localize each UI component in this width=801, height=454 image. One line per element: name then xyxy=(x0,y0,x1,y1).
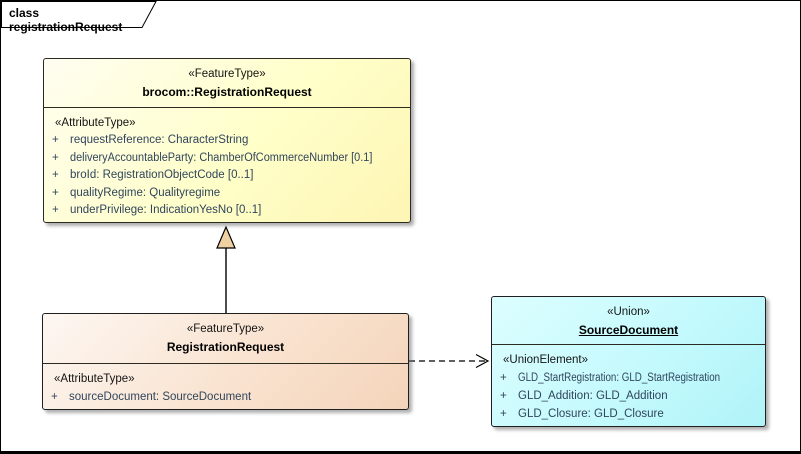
attribute-row[interactable]: + broId: RegistrationObjectCode [0..1] xyxy=(44,167,410,185)
frame-label: class registrationRequest xyxy=(9,6,123,34)
class-name: brocom::RegistrationRequest xyxy=(142,85,312,99)
attribute-text: sourceDocument: SourceDocument xyxy=(69,391,252,403)
open-arrowhead-icon xyxy=(475,353,490,369)
visibility-plus: + xyxy=(500,390,507,402)
class-box-sourcedocument[interactable]: «Union» SourceDocument «UnionElement» + … xyxy=(491,296,766,427)
visibility-plus: + xyxy=(52,186,59,199)
visibility-plus: + xyxy=(52,169,59,182)
class-header: «FeatureType» brocom::RegistrationReques… xyxy=(44,59,410,107)
attribute-text: GLD_Closure: GLD_Closure xyxy=(518,408,664,420)
visibility-plus: + xyxy=(52,134,59,146)
attribute-row[interactable]: + requestReference: CharacterString xyxy=(44,132,410,150)
dependency-connector[interactable] xyxy=(409,353,490,369)
attribute-text: underPrivilege: IndicationYesNo [0..1] xyxy=(70,204,262,217)
attribute-compartment: «AttributeType» + sourceDocument: Source… xyxy=(43,363,408,406)
class-header: «FeatureType» RegistrationRequest xyxy=(43,314,408,363)
attribute-text: requestReference: CharacterString xyxy=(70,134,249,146)
class-header: «Union» SourceDocument xyxy=(492,297,765,344)
attribute-row[interactable]: + GLD_Addition: GLD_Addition xyxy=(492,387,765,405)
class-box-brocom-registrationrequest[interactable]: «FeatureType» brocom::RegistrationReques… xyxy=(43,58,411,223)
visibility-plus: + xyxy=(500,408,507,420)
attribute-compartment: «AttributeType» + requestReference: Char… xyxy=(44,107,410,220)
class-name: SourceDocument xyxy=(578,323,679,337)
visibility-plus: + xyxy=(51,391,58,403)
generalization-connector[interactable] xyxy=(216,225,236,313)
class-stereotype: «Union» xyxy=(607,306,650,318)
visibility-plus: + xyxy=(52,151,59,164)
attribute-stereotype: «UnionElement» xyxy=(503,354,589,366)
attribute-row[interactable]: + GLD_StartRegistration: GLD_StartRegist… xyxy=(492,369,765,387)
attribute-text: broId: RegistrationObjectCode [0..1] xyxy=(70,169,254,182)
attribute-row[interactable]: + underPrivilege: IndicationYesNo [0..1] xyxy=(44,202,410,220)
attribute-text: GLD_StartRegistration: GLD_StartRegistra… xyxy=(518,372,721,384)
attribute-text: GLD_Addition: GLD_Addition xyxy=(518,390,668,402)
attribute-row[interactable]: + sourceDocument: SourceDocument xyxy=(43,388,408,406)
attribute-row[interactable]: + deliveryAccountableParty: ChamberOfCom… xyxy=(44,150,410,168)
attribute-compartment: «UnionElement» + GLD_StartRegistration: … xyxy=(492,344,765,423)
class-box-registrationrequest[interactable]: «FeatureType» RegistrationRequest «Attri… xyxy=(42,313,409,410)
visibility-plus: + xyxy=(500,372,507,384)
attribute-row[interactable]: + qualityRegime: Qualityregime xyxy=(44,185,410,203)
class-name: RegistrationRequest xyxy=(166,340,285,354)
visibility-plus: + xyxy=(52,204,59,217)
attribute-text: deliveryAccountableParty: ChamberOfComme… xyxy=(70,151,373,164)
attribute-text: qualityRegime: Qualityregime xyxy=(70,186,221,199)
attribute-stereotype: «AttributeType» xyxy=(54,373,135,385)
class-stereotype: «FeatureType» xyxy=(188,68,266,80)
attribute-row[interactable]: + GLD_Closure: GLD_Closure xyxy=(492,405,765,423)
attribute-stereotype: «AttributeType» xyxy=(55,117,136,129)
generalization-triangle-icon xyxy=(216,225,236,249)
class-stereotype: «FeatureType» xyxy=(186,323,265,335)
